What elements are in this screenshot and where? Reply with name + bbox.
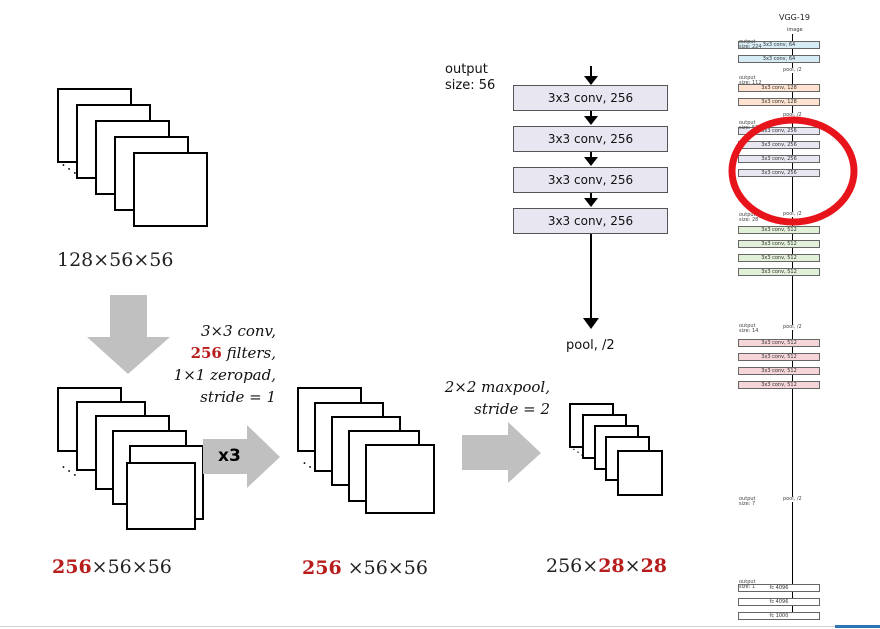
pool-op-line1: 2×2 maxpool, <box>444 378 550 396</box>
repeated-shape-label: 256 ×56×56 <box>302 557 428 579</box>
vgg-layer-box: 3x3 conv, 64 <box>738 41 820 49</box>
vgg-layer-box: 3x3 conv, 512 <box>738 226 820 234</box>
conv-op-line4: stride = 1 <box>200 388 276 406</box>
stage-conv-layer-2: 3x3 conv, 256 <box>513 126 668 152</box>
conv-filters-count: 256 <box>190 344 222 362</box>
vgg-layer-box: 3x3 conv, 256 <box>738 169 820 177</box>
vgg-layer-box: 3x3 conv, 128 <box>738 84 820 92</box>
arrow-head-icon <box>584 157 598 166</box>
vgg-size-label: output size: 7 <box>739 496 756 507</box>
vgg-size-label: output size: 14 <box>739 323 759 334</box>
pool-arrow-icon <box>462 422 541 483</box>
vgg-layer-box: 3x3 conv, 256 <box>738 127 820 135</box>
conv-op-description: 3×3 conv, 256 filters, 1×1 zeropad, stri… <box>150 320 276 408</box>
vgg-image-label: image <box>787 27 803 33</box>
vgg-layer-box: 3x3 conv, 128 <box>738 98 820 106</box>
stage-conv-layer-3: 3x3 conv, 256 <box>513 167 668 193</box>
vgg-size-label: output size: 56 <box>739 120 759 131</box>
vgg-size-label: output size: 1 <box>739 579 756 590</box>
vgg-layer-box: 3x3 conv, 256 <box>738 155 820 163</box>
pool-op-description: 2×2 maxpool, stride = 2 <box>420 376 550 420</box>
input-shape-label: 128×56×56 <box>57 249 174 271</box>
accent-bar <box>835 625 880 628</box>
stage-pool-label: pool, /2 <box>566 338 615 353</box>
stage-conv-layer-1: 3x3 conv, 256 <box>513 85 668 111</box>
vgg-layer-box: 3x3 conv, 64 <box>738 55 820 63</box>
down-arrow-icon <box>87 295 170 374</box>
vgg-layer-box: 3x3 conv, 512 <box>738 268 820 276</box>
vgg-pool-label: pool, /2 <box>783 496 802 502</box>
arrow-head-icon <box>584 76 598 85</box>
vgg-pool-label: pool, /2 <box>783 67 802 73</box>
vgg-layer-box: fc 1000 <box>738 612 820 620</box>
vgg-pool-label: pool, /2 <box>783 324 802 330</box>
vgg-layer-box: 3x3 conv, 512 <box>738 254 820 262</box>
pool-op-line2: stride = 2 <box>474 400 550 418</box>
vgg-layer-box: 3x3 conv, 512 <box>738 339 820 347</box>
stage-conv-layer-4: 3x3 conv, 256 <box>513 208 668 234</box>
conv-filters-word: filters, <box>221 344 276 362</box>
vgg-size-label: output size: 28 <box>739 212 759 223</box>
vgg-layer-box: fc 4096 <box>738 598 820 606</box>
vgg-spine <box>792 34 793 614</box>
vgg-size-label: output size: 112 <box>739 75 762 86</box>
vgg-layer-box: 3x3 conv, 512 <box>738 381 820 389</box>
bottom-divider <box>0 626 880 627</box>
repeat-arrow-icon <box>203 425 280 488</box>
vgg-layer-box: 3x3 conv, 512 <box>738 367 820 375</box>
arrow-head-icon <box>583 318 599 329</box>
vgg-pool-label: pool, /2 <box>783 112 802 118</box>
conv-output-shape-label: 256×56×56 <box>52 556 172 578</box>
vgg-layer-box: 3x3 conv, 512 <box>738 240 820 248</box>
vgg-pool-label: pool, /2 <box>783 211 802 217</box>
vgg-layer-box: fc 4096 <box>738 584 820 592</box>
arrow-head-icon <box>584 116 598 125</box>
stage-output-size-label: output size: 56 <box>445 62 496 93</box>
vgg-title: VGG-19 <box>779 13 810 22</box>
highlight-circle <box>728 116 858 226</box>
conv-op-line1: 3×3 conv, <box>201 322 276 340</box>
vgg-layer-box: 3x3 conv, 512 <box>738 353 820 361</box>
pooled-shape-label: 256×28×28 <box>546 555 668 577</box>
repeat-count-label: x3 <box>218 446 241 466</box>
arrow-head-icon <box>584 198 598 207</box>
vgg-size-label: output size: 224 <box>739 39 762 50</box>
conv-op-line3: 1×1 zeropad, <box>173 366 276 384</box>
